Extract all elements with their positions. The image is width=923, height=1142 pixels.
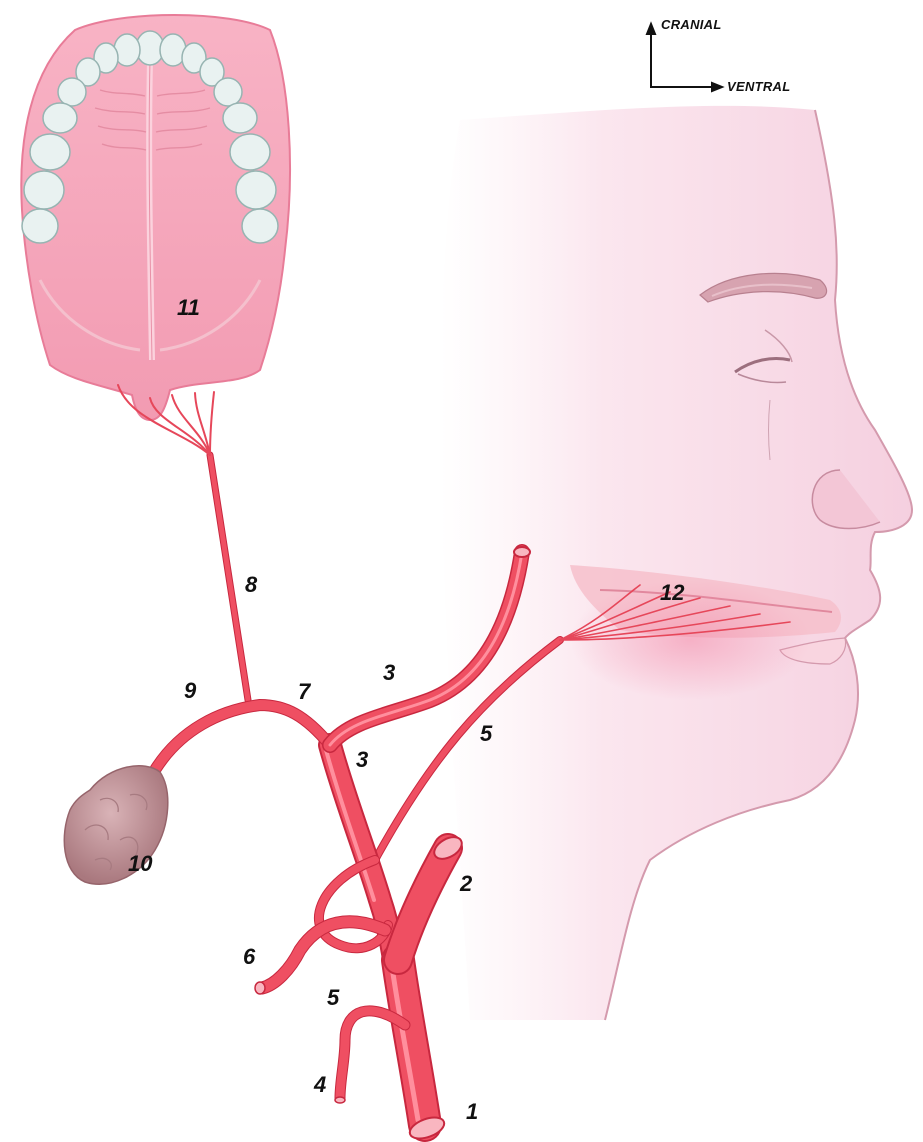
label-2: 2 [460,873,472,895]
label-7: 7 [298,681,310,703]
orientation-axes [647,24,722,91]
label-4: 4 [314,1074,326,1096]
label-12: 12 [660,582,684,604]
cranial-label: CRANIAL [661,17,722,32]
ventral-label: VENTRAL [727,79,791,94]
label-8: 8 [245,574,257,596]
hard-palate [21,15,290,420]
label-11: 11 [177,297,200,319]
label-3-upper: 3 [383,662,395,684]
face-profile [440,106,912,1020]
label-9: 9 [184,680,196,702]
label-3-lower: 3 [356,749,368,771]
label-10: 10 [128,853,152,875]
label-6: 6 [243,946,255,968]
label-1: 1 [466,1101,478,1123]
label-5-lip-branch: 5 [480,723,492,745]
label-5-loop: 5 [327,987,339,1009]
